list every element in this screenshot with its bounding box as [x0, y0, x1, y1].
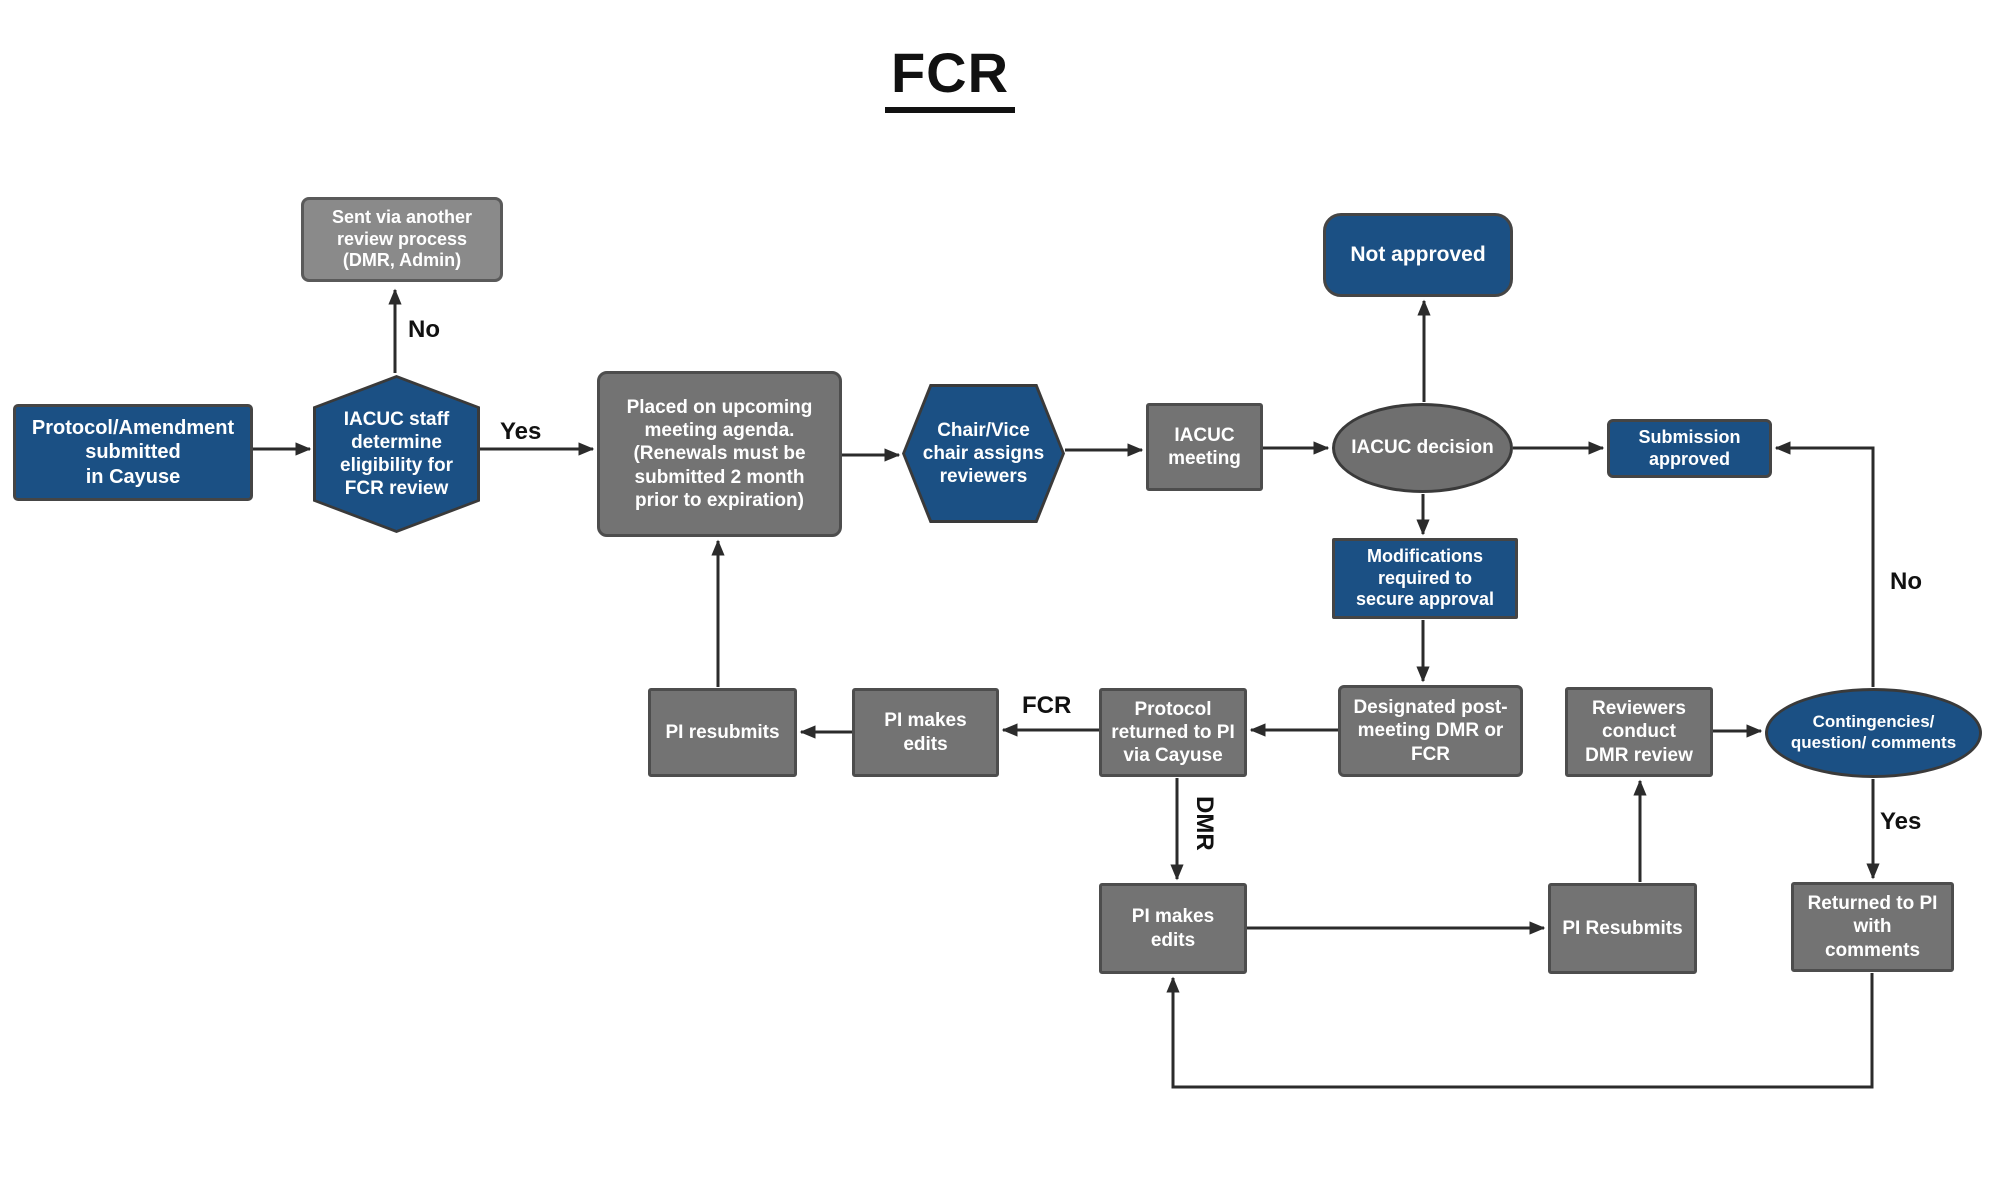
node-sent-via-another-review: Sent via another review process (DMR, Ad…: [301, 197, 503, 282]
node-chair-assigns-reviewers: Chair/Vice chair assigns reviewers: [902, 384, 1065, 523]
node-label: PI resubmits: [665, 721, 780, 743]
node-label: IACUC staff determine eligibility for FC…: [340, 408, 453, 500]
node-modifications-required: Modifications required to secure approva…: [1332, 538, 1518, 619]
node-submission-approved: Submission approved: [1607, 419, 1772, 478]
edge-label-yes-contingencies: Yes: [1880, 808, 1922, 835]
edge-label-no-top: No: [408, 316, 440, 343]
node-label: Designated post- meeting DMR or FCR: [1353, 697, 1508, 765]
node-returned-with-comments: Returned to PI with comments: [1791, 882, 1954, 972]
diagram-title: FCR: [884, 40, 1016, 113]
edge-label-fcr: FCR: [1022, 692, 1072, 719]
node-protocol-returned: Protocol returned to PI via Cayuse: [1099, 688, 1247, 777]
node-label: Protocol/Amendment submitted in Cayuse: [31, 416, 235, 488]
node-label: Chair/Vice chair assigns reviewers: [922, 419, 1045, 488]
node-pi-makes-edits-dmr: PI makes edits: [1099, 883, 1247, 974]
node-label: IACUC meeting: [1168, 424, 1241, 469]
node-label: PI makes edits: [884, 710, 967, 755]
node-reviewers-conduct-dmr: Reviewers conduct DMR review: [1565, 687, 1713, 777]
node-label: Reviewers conduct DMR review: [1585, 698, 1693, 766]
node-placed-on-agenda: Placed on upcoming meeting agenda. (Rene…: [597, 371, 842, 537]
node-label: Not approved: [1350, 243, 1486, 267]
node-iacuc-meeting: IACUC meeting: [1146, 403, 1263, 491]
node-label: IACUC decision: [1351, 437, 1494, 459]
hexagon-fill: Chair/Vice chair assigns reviewers: [905, 387, 1062, 520]
node-pi-makes-edits-fcr: PI makes edits: [852, 688, 999, 777]
node-label: Modifications required to secure approva…: [1355, 545, 1495, 610]
node-iacuc-decision: IACUC decision: [1332, 403, 1513, 493]
node-pi-resubmits-fcr: PI resubmits: [648, 688, 797, 777]
node-pi-resubmits-dmr: PI Resubmits: [1548, 883, 1697, 974]
node-label: Sent via another review process (DMR, Ad…: [331, 206, 473, 271]
node-label: Returned to PI with comments: [1807, 893, 1938, 961]
node-staff-determine-eligibility: IACUC staff determine eligibility for FC…: [313, 375, 480, 533]
node-label: Placed on upcoming meeting agenda. (Rene…: [626, 397, 813, 511]
diagram-title-wrap: FCR: [0, 40, 1900, 113]
node-protocol-submitted: Protocol/Amendment submitted in Cayuse: [13, 404, 253, 501]
hexagon-fill: IACUC staff determine eligibility for FC…: [316, 378, 477, 530]
node-contingencies: Contingencies/ question/ comments: [1765, 688, 1982, 778]
edge-label-no-right: No: [1890, 568, 1922, 595]
edge-label-yes-fcr: Yes: [500, 418, 542, 445]
node-label: Protocol returned to PI via Cayuse: [1111, 698, 1235, 767]
node-not-approved: Not approved: [1323, 213, 1513, 297]
node-label: PI makes edits: [1131, 906, 1215, 951]
node-label: PI Resubmits: [1562, 917, 1683, 939]
node-label: Submission approved: [1638, 426, 1741, 469]
node-label: Contingencies/ question/ comments: [1790, 712, 1957, 752]
edge-label-dmr: DMR: [1191, 796, 1218, 851]
node-designated-post-meeting: Designated post- meeting DMR or FCR: [1338, 685, 1523, 777]
